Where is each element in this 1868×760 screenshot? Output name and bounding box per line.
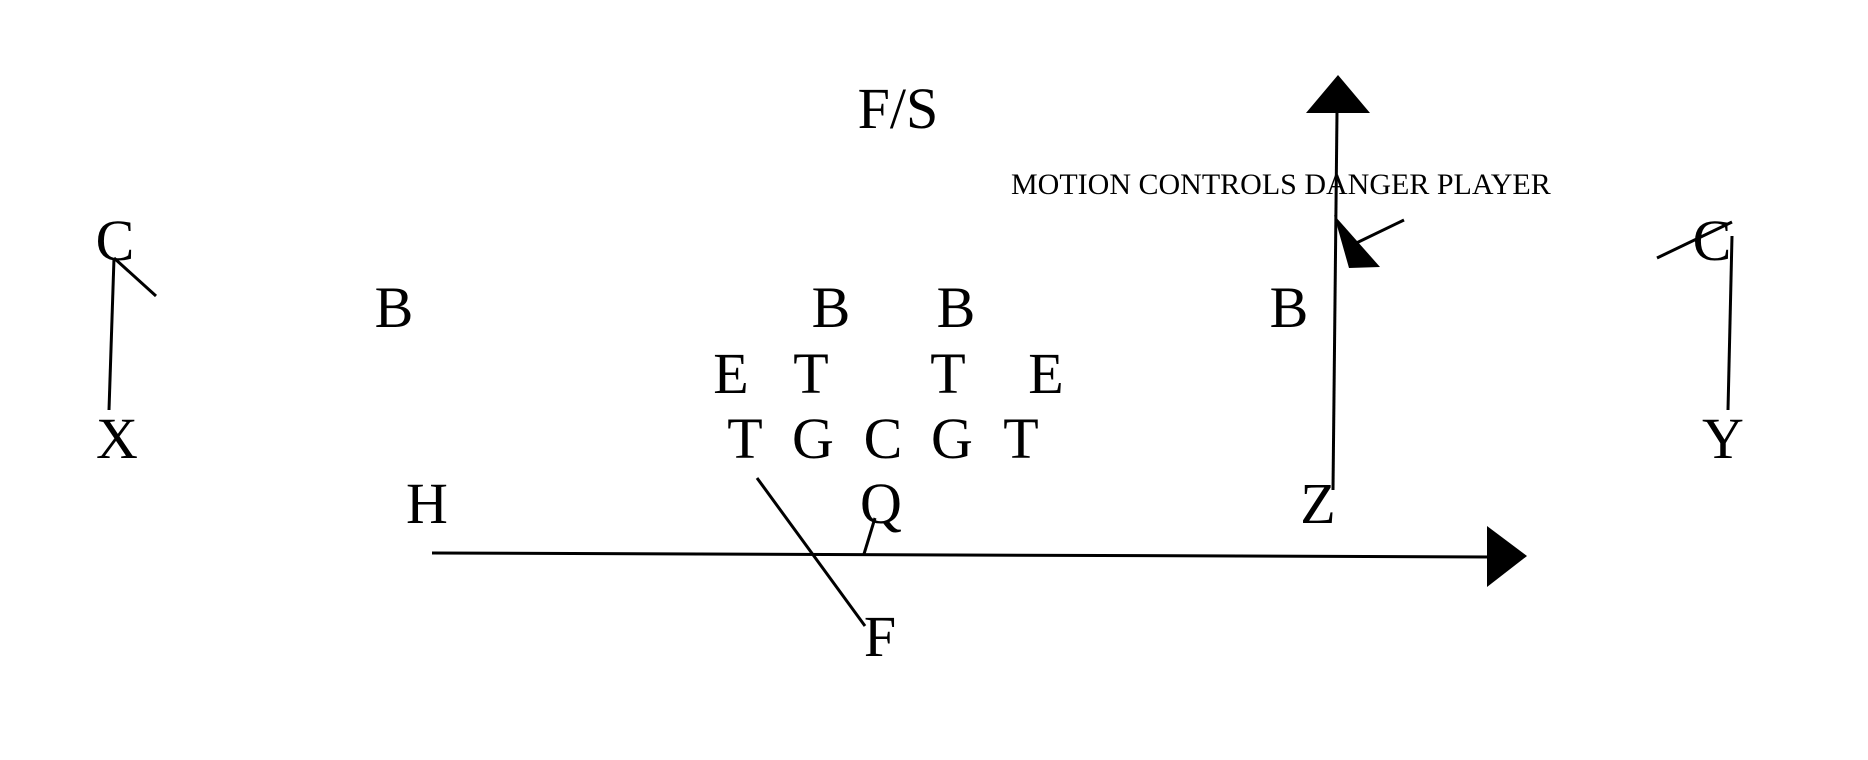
motion-annotation: MOTION CONTROLS DANGER PLAYER: [1011, 168, 1551, 201]
z-route-arrowhead: [1306, 75, 1370, 113]
h-motion-line: [431, 551, 1493, 559]
offensive-tackle-left-label: T: [727, 406, 762, 471]
annotation-pointer-arrowhead: [1334, 215, 1380, 268]
corner-right-label: C: [1693, 208, 1732, 273]
backer-4-label: B: [1270, 275, 1309, 340]
quarterback-tick-line: [862, 517, 877, 555]
z-receiver-label: Z: [1300, 471, 1335, 536]
h-motion-arrowhead: [1487, 526, 1527, 587]
backer-2-label: B: [812, 275, 851, 340]
fullback-label: F: [864, 604, 896, 669]
offensive-tackle-right-label: T: [1003, 406, 1038, 471]
y-receiver-label: Y: [1702, 406, 1744, 471]
backer-3-label: B: [937, 275, 976, 340]
corner-left-drop-line: [112, 256, 158, 298]
z-vertical-route-line: [1331, 111, 1339, 491]
h-back-label: H: [406, 471, 448, 536]
guard-left-label: G: [792, 406, 834, 471]
x-receiver-label: X: [96, 406, 138, 471]
quarterback-label: Q: [860, 471, 902, 536]
backer-1-label: B: [375, 275, 414, 340]
fullback-path-line: [755, 477, 867, 627]
defensive-tackle-left-label: T: [793, 341, 828, 406]
defensive-end-left-label: E: [713, 341, 748, 406]
free-safety-label: F/S: [858, 76, 939, 141]
defensive-tackle-right-label: T: [930, 341, 965, 406]
y-receiver-route-line: [1726, 235, 1734, 411]
corner-right-drop-line: [1656, 220, 1733, 260]
guard-right-label: G: [931, 406, 973, 471]
defensive-end-right-label: E: [1028, 341, 1063, 406]
center-label: C: [864, 406, 903, 471]
x-receiver-route-line: [107, 257, 116, 411]
